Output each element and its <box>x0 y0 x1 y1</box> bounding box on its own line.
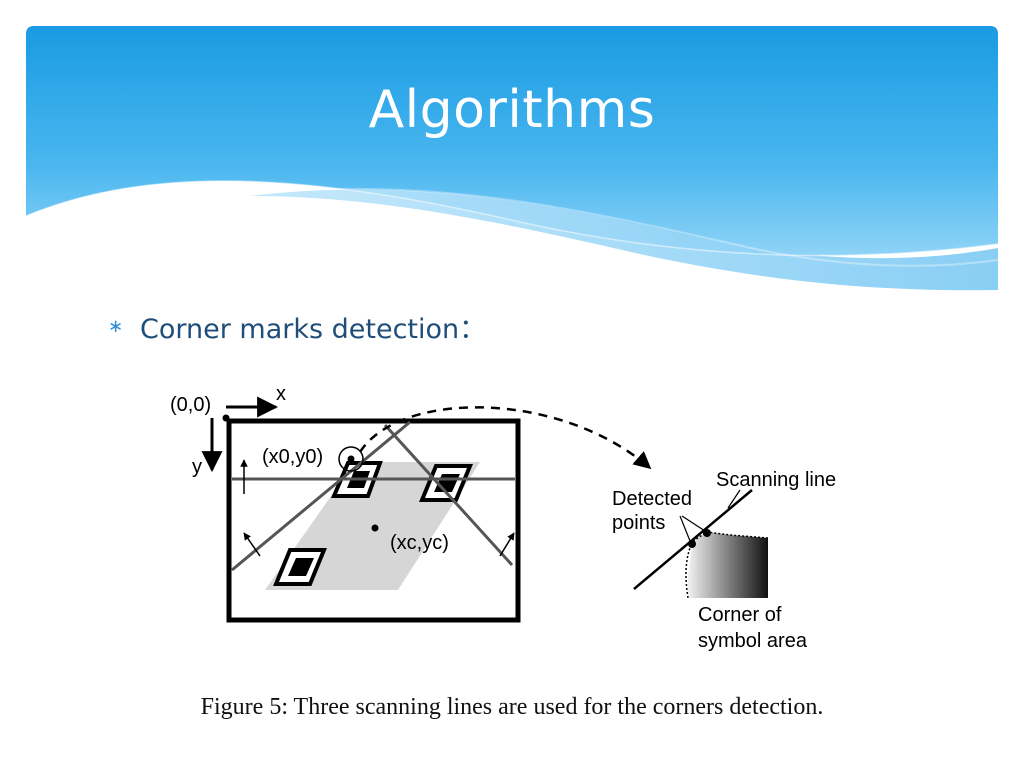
scanning-line-diagonal-right <box>383 423 514 567</box>
center-point-label: (xc,yc) <box>390 532 449 554</box>
corner-symbol-gradient <box>688 532 768 598</box>
pointer-line-scan <box>727 489 741 509</box>
direction-arrow-right <box>499 532 515 557</box>
corner-boundary-top <box>692 531 769 542</box>
pointer-line-2 <box>681 515 706 532</box>
figure-caption: Figure 5: Three scanning lines are used … <box>200 694 824 720</box>
corner-mark-bottom-left <box>273 548 327 586</box>
corner-label-line2: symbol area <box>698 630 808 652</box>
scanning-line-diagonal-left <box>231 420 411 572</box>
header-wave-graphic <box>25 26 999 291</box>
bullet-marker: ∗ <box>108 315 124 337</box>
coordinate-axes <box>201 396 279 473</box>
detected-point-1 <box>688 540 696 548</box>
zoom-scanning-line <box>633 489 753 590</box>
detected-points-label-line1: Detected <box>612 488 692 510</box>
start-point-label: (x0,y0) <box>262 446 323 468</box>
header-banner <box>0 0 1024 300</box>
corner-label-line1: Corner of <box>698 604 782 626</box>
bullet-item: ∗ Corner marks detection： <box>108 306 486 346</box>
center-point-dot <box>371 524 379 532</box>
x-axis-label: x <box>276 383 286 405</box>
origin-label: (0,0) <box>170 394 211 416</box>
start-point-dot <box>347 455 355 463</box>
direction-arrow-left <box>243 532 261 557</box>
pointer-line-1 <box>679 515 691 542</box>
start-point-circle <box>338 446 364 472</box>
slide-title: Algorithms <box>368 80 656 140</box>
scanning-line-label: Scanning line <box>716 469 836 491</box>
detected-points-label-line2: points <box>612 512 665 534</box>
bullet-text: Corner marks detection： <box>140 313 487 345</box>
y-axis-label: y <box>192 456 202 478</box>
